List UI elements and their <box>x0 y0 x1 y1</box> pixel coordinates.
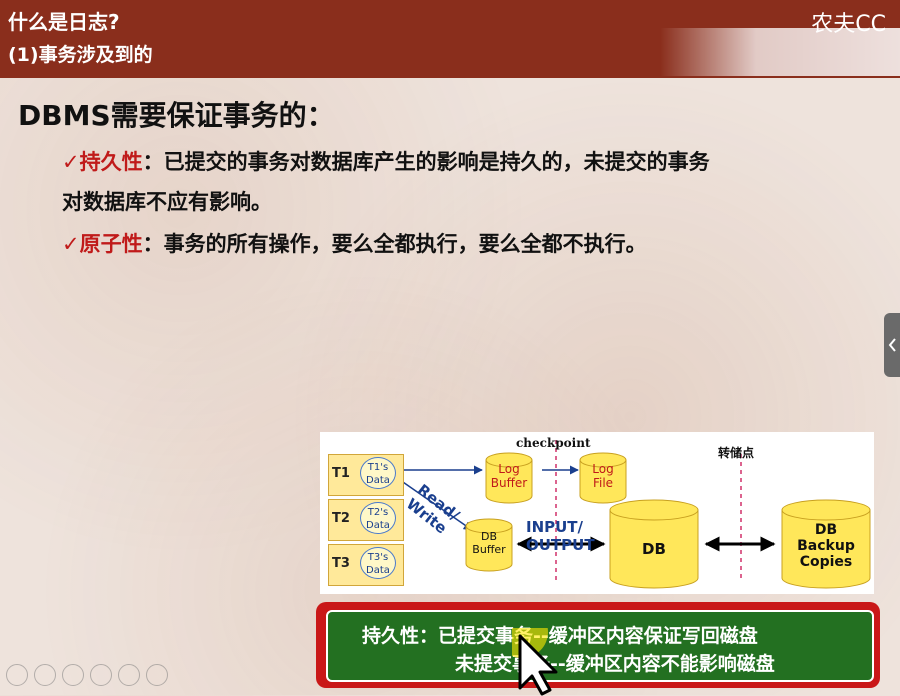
log-diagram: checkpoint 转储点 T1 T2 T3 T1's Data T2's D… <box>320 432 874 594</box>
t3-data: T3's Data <box>360 547 396 579</box>
title-bar: 什么是日志? (1)事务涉及到的 农夫CC <box>0 0 900 78</box>
db-backup-label: DB Backup Copies <box>797 522 855 570</box>
input-output-label: INPUT/ OUTPUT <box>526 518 595 554</box>
slide-subtitle: (1)事务涉及到的 <box>8 44 153 66</box>
bullet-atomicity: ✓原子性：事务的所有操作，要么全都执行，要么全都不执行。 <box>62 228 647 258</box>
brand-watermark: 农夫CC <box>811 12 886 37</box>
summary-box <box>326 610 874 682</box>
side-panel-toggle[interactable] <box>884 313 900 377</box>
zoom-icon[interactable] <box>118 664 140 686</box>
bullet-text: ：已提交的事务对数据库产生的影响是持久的，未提交的事务 <box>142 150 710 174</box>
arrow-to-db-buffer <box>399 479 473 531</box>
t2-data: T2's Data <box>360 502 396 534</box>
t1-data: T1's Data <box>360 457 396 489</box>
t3-label: T3 <box>332 556 350 571</box>
glare <box>660 28 900 76</box>
bullet-durability-continuation: 对数据库不应有影响。 <box>62 190 272 214</box>
summary-line-2: 未提交事务--缓冲区内容不能影响磁盘 <box>455 653 775 675</box>
log-file-label: Log File <box>592 462 614 490</box>
db-cylinder <box>609 509 699 589</box>
db-buffer-label: DB Buffer <box>472 530 506 556</box>
bullet-keyword: 持久性 <box>79 150 143 174</box>
grid-icon[interactable] <box>90 664 112 686</box>
t2-label: T2 <box>332 511 350 526</box>
summary-line-1: 持久性：已提交事务--缓冲区内容保证写回磁盘 <box>362 625 758 647</box>
check-icon: ✓ <box>62 150 80 174</box>
slide-title: 什么是日志? <box>8 10 120 34</box>
chevron-left-icon <box>888 338 896 352</box>
backup-cylinder <box>781 509 871 589</box>
db-label: DB <box>642 540 666 558</box>
mouse-pointer-icon <box>512 628 558 696</box>
check-icon: ✓ <box>62 232 80 256</box>
next-slide-icon[interactable] <box>34 664 56 686</box>
log-buffer-label: Log Buffer <box>490 462 528 490</box>
log-buffer-cylinder <box>485 459 533 504</box>
content-heading: DBMS需要保证事务的： <box>18 99 335 132</box>
db-buffer-cylinder <box>465 525 513 572</box>
prev-slide-icon[interactable] <box>6 664 28 686</box>
slideshow-toolbar <box>6 664 174 690</box>
diagram-lines <box>399 440 871 589</box>
more-icon[interactable] <box>146 664 168 686</box>
bullet-text: ：事务的所有操作，要么全都执行，要么全都不执行。 <box>142 232 647 256</box>
bullet-durability: ✓持久性：已提交的事务对数据库产生的影响是持久的，未提交的事务 <box>62 146 710 176</box>
t1-label: T1 <box>332 466 350 481</box>
log-file-cylinder <box>579 459 627 504</box>
pen-icon[interactable] <box>62 664 84 686</box>
checkpoint-label: checkpoint <box>516 436 591 450</box>
dump-point-label: 转储点 <box>718 446 755 460</box>
bullet-keyword: 原子性 <box>79 232 143 256</box>
